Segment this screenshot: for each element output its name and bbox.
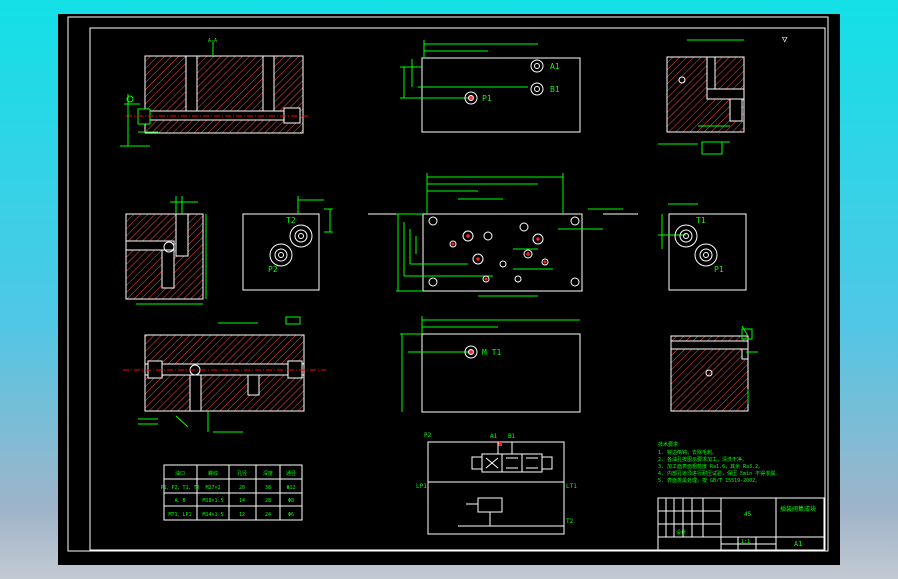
designer: 设计 bbox=[676, 529, 686, 536]
plan-view-center bbox=[368, 173, 638, 297]
table-header: 深度 bbox=[263, 470, 273, 477]
svg-text:T2: T2 bbox=[286, 216, 296, 225]
plan-holes bbox=[428, 216, 580, 287]
directional-valve bbox=[471, 453, 553, 473]
svg-text:P2: P2 bbox=[268, 265, 278, 274]
inner-border bbox=[89, 27, 826, 551]
table-cell: A、B bbox=[174, 498, 185, 504]
title-block: 插装阀集成块 45 设计 1:1 A1 bbox=[657, 497, 825, 551]
table-cell: Φ8 bbox=[288, 498, 294, 504]
port-t1: T1 bbox=[674, 216, 706, 248]
svg-text:P1: P1 bbox=[714, 265, 724, 274]
table-cell: 14 bbox=[239, 498, 245, 504]
table-header: 通径 bbox=[286, 470, 296, 477]
table-cell: M27×2 bbox=[205, 485, 220, 491]
port-p1-side: P1 bbox=[694, 243, 724, 274]
port-a1: A1 bbox=[530, 59, 560, 73]
note-line: 5. 表面发黑处理，按 GB/T 15519-2002。 bbox=[658, 477, 760, 484]
solenoid-marker bbox=[498, 442, 502, 446]
table-header: 孔径 bbox=[237, 470, 247, 477]
table-cell: 12 bbox=[239, 512, 245, 518]
side-view-t1-p1: T1 P1 bbox=[658, 203, 747, 291]
port-b1: B1 bbox=[530, 82, 560, 96]
svg-text:T2: T2 bbox=[566, 518, 574, 525]
svg-text:T1: T1 bbox=[696, 216, 706, 225]
bottom-view-center: M T1 bbox=[400, 316, 581, 413]
corner-mark: ▽ bbox=[782, 35, 788, 45]
table-cell: P1、P2、T1、T2 bbox=[160, 485, 199, 491]
table-cell: MT1、LP1 bbox=[168, 512, 191, 518]
section-view-top-left: A-A bbox=[120, 38, 308, 147]
notes-title: 技术要求 bbox=[658, 441, 678, 448]
svg-text:LP1: LP1 bbox=[416, 483, 427, 490]
scale: 1:1 bbox=[741, 539, 750, 545]
table-cell: M14×1.5 bbox=[202, 512, 223, 518]
note-line: 2. 各油孔按图示要求加工，清洗干净。 bbox=[658, 456, 747, 463]
port-p1-top: P1 bbox=[464, 91, 492, 105]
schematic-labels: P2 LP1 LT1 T2 A1 B1 bbox=[416, 432, 577, 525]
table-cell: Φ6 bbox=[288, 512, 294, 518]
drawing-canvas[interactable]: A-A A1 bbox=[58, 14, 840, 565]
section-view-middle-left bbox=[125, 196, 207, 305]
svg-text:B1: B1 bbox=[550, 85, 560, 94]
sheet-size: A1 bbox=[794, 540, 802, 548]
table-cell: M18×1.5 bbox=[202, 498, 223, 504]
svg-text:P1: P1 bbox=[482, 94, 492, 103]
svg-text:M T1: M T1 bbox=[482, 348, 501, 357]
top-view-center: A1 B1 P1 bbox=[400, 40, 581, 133]
hydraulic-schematic: P2 LP1 LT1 T2 A1 B1 bbox=[416, 432, 577, 535]
material: 45 bbox=[744, 511, 752, 518]
table-cell: 20 bbox=[239, 485, 245, 491]
note-line: 3. 加工面表面粗糙度 Ra1.6，其余 Ra3.2。 bbox=[658, 463, 763, 470]
drawing-svg: A-A A1 bbox=[67, 16, 829, 552]
side-view-top-right: ▽ bbox=[658, 35, 788, 155]
port-p2: P2 bbox=[268, 243, 293, 274]
svg-text:P2: P2 bbox=[424, 432, 432, 439]
outer-border bbox=[67, 16, 829, 552]
table-cell: 28 bbox=[265, 498, 271, 504]
drawing-name: 插装阀集成块 bbox=[780, 505, 816, 513]
section-view-bottom-right bbox=[670, 325, 758, 412]
plan-red-ports bbox=[451, 234, 547, 281]
table-header: 油口 bbox=[175, 470, 185, 477]
table-cell: Φ12 bbox=[286, 485, 295, 491]
section-view-bottom-left bbox=[123, 316, 326, 433]
port-mt1: M T1 bbox=[464, 345, 501, 359]
technical-notes: 技术要求 1. 锐边倒钝，去除毛刺。 2. 各油孔按图示要求加工，清洗干净。 3… bbox=[658, 441, 780, 484]
section-mark-top-left: A-A bbox=[208, 38, 217, 44]
svg-text:A1: A1 bbox=[550, 62, 560, 71]
svg-text:A1: A1 bbox=[490, 433, 498, 440]
table-cell: 24 bbox=[265, 512, 271, 518]
side-view-t2-p2: T2 P2 bbox=[242, 196, 333, 291]
table-header: 螺纹 bbox=[208, 470, 218, 477]
svg-text:B1: B1 bbox=[508, 433, 516, 440]
svg-text:LT1: LT1 bbox=[566, 483, 577, 490]
port-table: 油口 螺纹 孔径 深度 通径 P1、P2、T1、T2 M27×2 20 38 Φ… bbox=[160, 464, 303, 521]
note-line: 4. 内部孔道须进行耐压试验，保压 5min 不得渗漏。 bbox=[658, 470, 780, 477]
note-line: 1. 锐边倒钝，去除毛刺。 bbox=[658, 449, 717, 456]
port-t2: T2 bbox=[286, 216, 313, 248]
table-cell: 38 bbox=[265, 485, 271, 491]
